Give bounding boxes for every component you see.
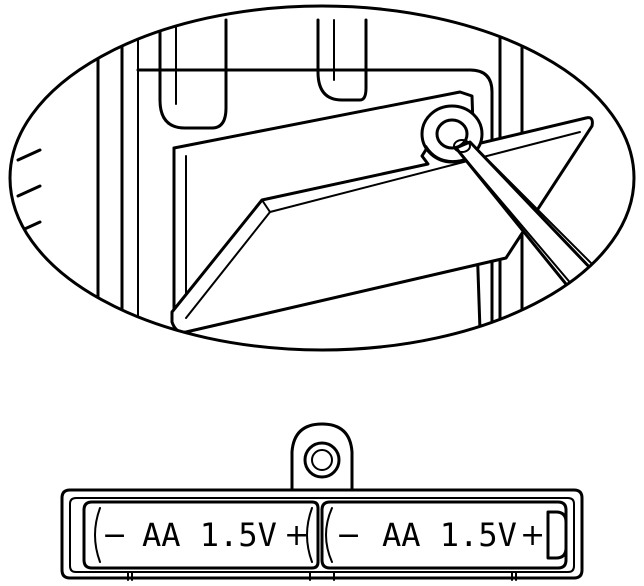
tray-screw-tab: [290, 422, 354, 490]
battery-1-positive: +: [284, 518, 309, 553]
tray-feet: [127, 571, 517, 581]
battery-1-label: AA 1.5V: [142, 516, 277, 554]
side-vent-slots: [16, 148, 42, 234]
magnified-detail-view: [8, 4, 636, 352]
magnifier-outline: [8, 4, 636, 352]
battery-tray: − AA 1.5V + − AA 1.5V +: [60, 422, 584, 581]
battery-2: − AA 1.5V +: [320, 500, 568, 570]
battery-2-positive: +: [520, 518, 545, 553]
battery-2-negative: −: [336, 518, 361, 553]
battery-1-negative: −: [102, 518, 127, 553]
battery-2-label: AA 1.5V: [382, 516, 517, 554]
top-rollers: [158, 18, 368, 130]
tray-outer-frame: [60, 488, 584, 580]
battery-1: − AA 1.5V +: [82, 500, 320, 570]
